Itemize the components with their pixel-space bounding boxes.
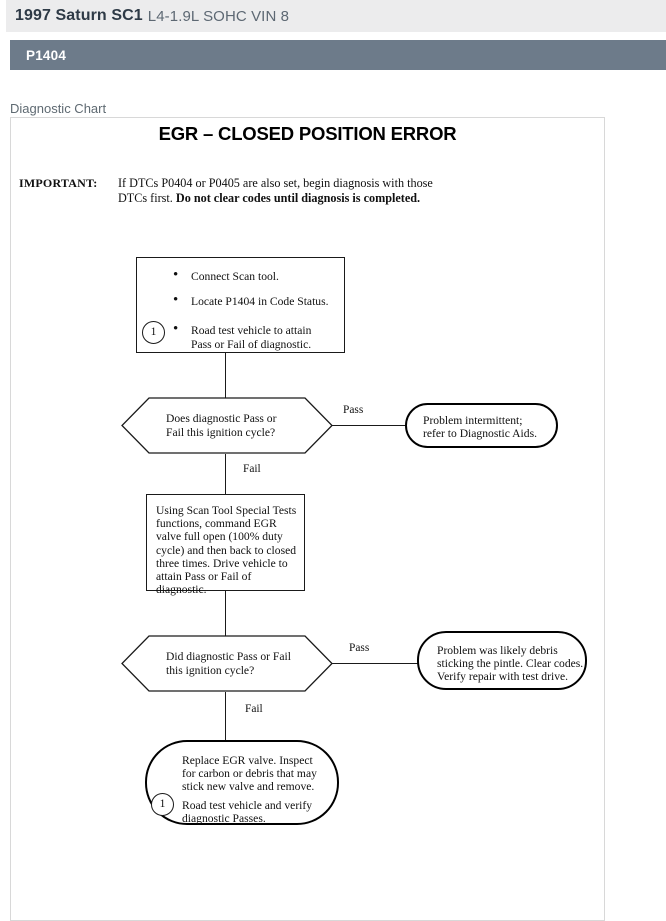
terminator-1-line-1: Problem intermittent; (423, 414, 523, 427)
decision-1-line-2: Fail this ignition cycle? (166, 425, 276, 439)
connector-decision2-fail (225, 692, 227, 740)
vehicle-engine: L4-1.9L SOHC VIN 8 (147, 7, 290, 25)
terminator-1-text: Problem intermittent; refer to Diagnosti… (423, 414, 537, 440)
step-2-text: Using Scan Tool Special Tests functions,… (156, 504, 304, 596)
step-2-line-4: cycle) and then back to closed (156, 543, 297, 557)
step-1-bullet-road-test-line-1: Road test vehicle to attain (191, 324, 312, 338)
diagnostic-chart-panel: EGR – CLOSED POSITION ERROR IMPORTANT: I… (10, 117, 605, 921)
section-label-diagnostic-chart: Diagnostic Chart (10, 101, 107, 116)
edge-label-fail-1: Fail (243, 463, 261, 475)
step-2-line-2: functions, command EGR (156, 517, 277, 531)
step-2-line-5: three times. Drive vehicle to (156, 556, 288, 570)
decision-1-hexagon: Does diagnostic Pass or Fail this igniti… (121, 397, 333, 454)
final-action-line-4: Road test vehicle and verify (182, 799, 313, 812)
decision-1-line-1: Does diagnostic Pass or (166, 412, 277, 426)
chart-title: EGR – CLOSED POSITION ERROR (158, 123, 457, 144)
step-1-bullet-road-test: Road test vehicle to attain Pass or Fail… (172, 322, 342, 351)
final-action-text-bottom: Road test vehicle and verify diagnostic … (182, 799, 312, 825)
decision-2-hexagon: Did diagnostic Pass or Fail this ignitio… (121, 635, 333, 692)
terminator-1-line-2: refer to Diagnostic Aids. (423, 427, 537, 441)
step-1-bullet-locate-code: Locate P1404 in Code Status. (172, 293, 342, 308)
terminator-2-line-2: sticking the pintle. Clear codes. (437, 657, 584, 671)
important-note: IMPORTANT: If DTCs P0404 or P0405 are al… (19, 176, 579, 206)
terminator-1-problem-intermittent: Problem intermittent; refer to Diagnosti… (405, 403, 558, 448)
vehicle-name: 1997 Saturn SC1 (15, 7, 143, 24)
terminator-2-line-3: Verify repair with test drive. (437, 670, 569, 684)
step-1-bullet-road-test-line-2: Pass or Fail of diagnostic. (191, 337, 312, 351)
final-action-line-2: for carbon or debris that may (182, 767, 317, 781)
connector-decision1-fail (225, 454, 227, 494)
final-action-replace-egr-valve: Replace EGR valve. Inspect for carbon or… (145, 740, 339, 825)
connector-decision1-pass (332, 425, 407, 427)
connector-step2-to-decision2 (225, 591, 227, 641)
decision-1-text: Does diagnostic Pass or Fail this igniti… (166, 397, 276, 454)
chart-canvas: EGR – CLOSED POSITION ERROR IMPORTANT: I… (11, 118, 604, 920)
important-line-2-bold: Do not clear codes until diagnosis is co… (175, 191, 421, 205)
edge-label-pass-2: Pass (349, 642, 370, 654)
important-line-2-plain: DTCs first. (118, 191, 176, 205)
terminator-2-line-1: Problem was likely debris (437, 644, 558, 657)
edge-label-fail-2: Fail (245, 703, 263, 715)
dtc-code-label: P1404 (26, 47, 67, 63)
step-1-bullet-connect-scan-tool: Connect Scan tool. (172, 268, 342, 283)
decision-1-shape (121, 397, 333, 454)
edge-label-pass-1: Pass (343, 404, 364, 416)
final-action-line-1: Replace EGR valve. Inspect (182, 754, 313, 767)
final-action-line-5: diagnostic Passes. (182, 812, 266, 826)
final-action-text-top: Replace EGR valve. Inspect for carbon or… (182, 754, 317, 794)
decision-2-text: Did diagnostic Pass or Fail this ignitio… (166, 635, 291, 692)
dtc-code-bar[interactable]: P1404 (10, 40, 666, 70)
step-marker-circle-1: 1 (142, 321, 165, 344)
decision-2-shape (121, 635, 333, 692)
important-label: IMPORTANT: (19, 176, 98, 190)
step-1-box: Connect Scan tool. Locate P1404 in Code … (136, 257, 345, 353)
step-2-line-6: attain Pass or Fail of diagnostic. (156, 570, 252, 597)
step-marker-circle-2: 1 (151, 793, 174, 816)
important-line-1: If DTCs P0404 or P0405 are also set, beg… (118, 176, 433, 190)
vehicle-title-bar: 1997 Saturn SC1 L4-1.9L SOHC VIN 8 (6, 0, 666, 32)
decision-2-line-1: Did diagnostic Pass or Fail (166, 650, 291, 664)
terminator-2-debris-pintle: Problem was likely debris sticking the p… (417, 631, 587, 690)
step-2-line-3: valve full open (100% duty (156, 530, 283, 544)
connector-step1-to-decision1 (225, 353, 227, 403)
terminator-2-text: Problem was likely debris sticking the p… (437, 644, 583, 684)
connector-decision2-pass (332, 663, 421, 665)
final-action-line-3: stick new valve and remove. (182, 780, 315, 794)
step-2-box: Using Scan Tool Special Tests functions,… (146, 494, 305, 596)
step-2-line-1: Using Scan Tool Special Tests (156, 504, 297, 517)
step-1-bullet-list: Connect Scan tool. Locate P1404 in Code … (172, 268, 342, 351)
decision-2-line-2: this ignition cycle? (166, 663, 255, 677)
important-text: If DTCs P0404 or P0405 are also set, beg… (118, 176, 433, 206)
